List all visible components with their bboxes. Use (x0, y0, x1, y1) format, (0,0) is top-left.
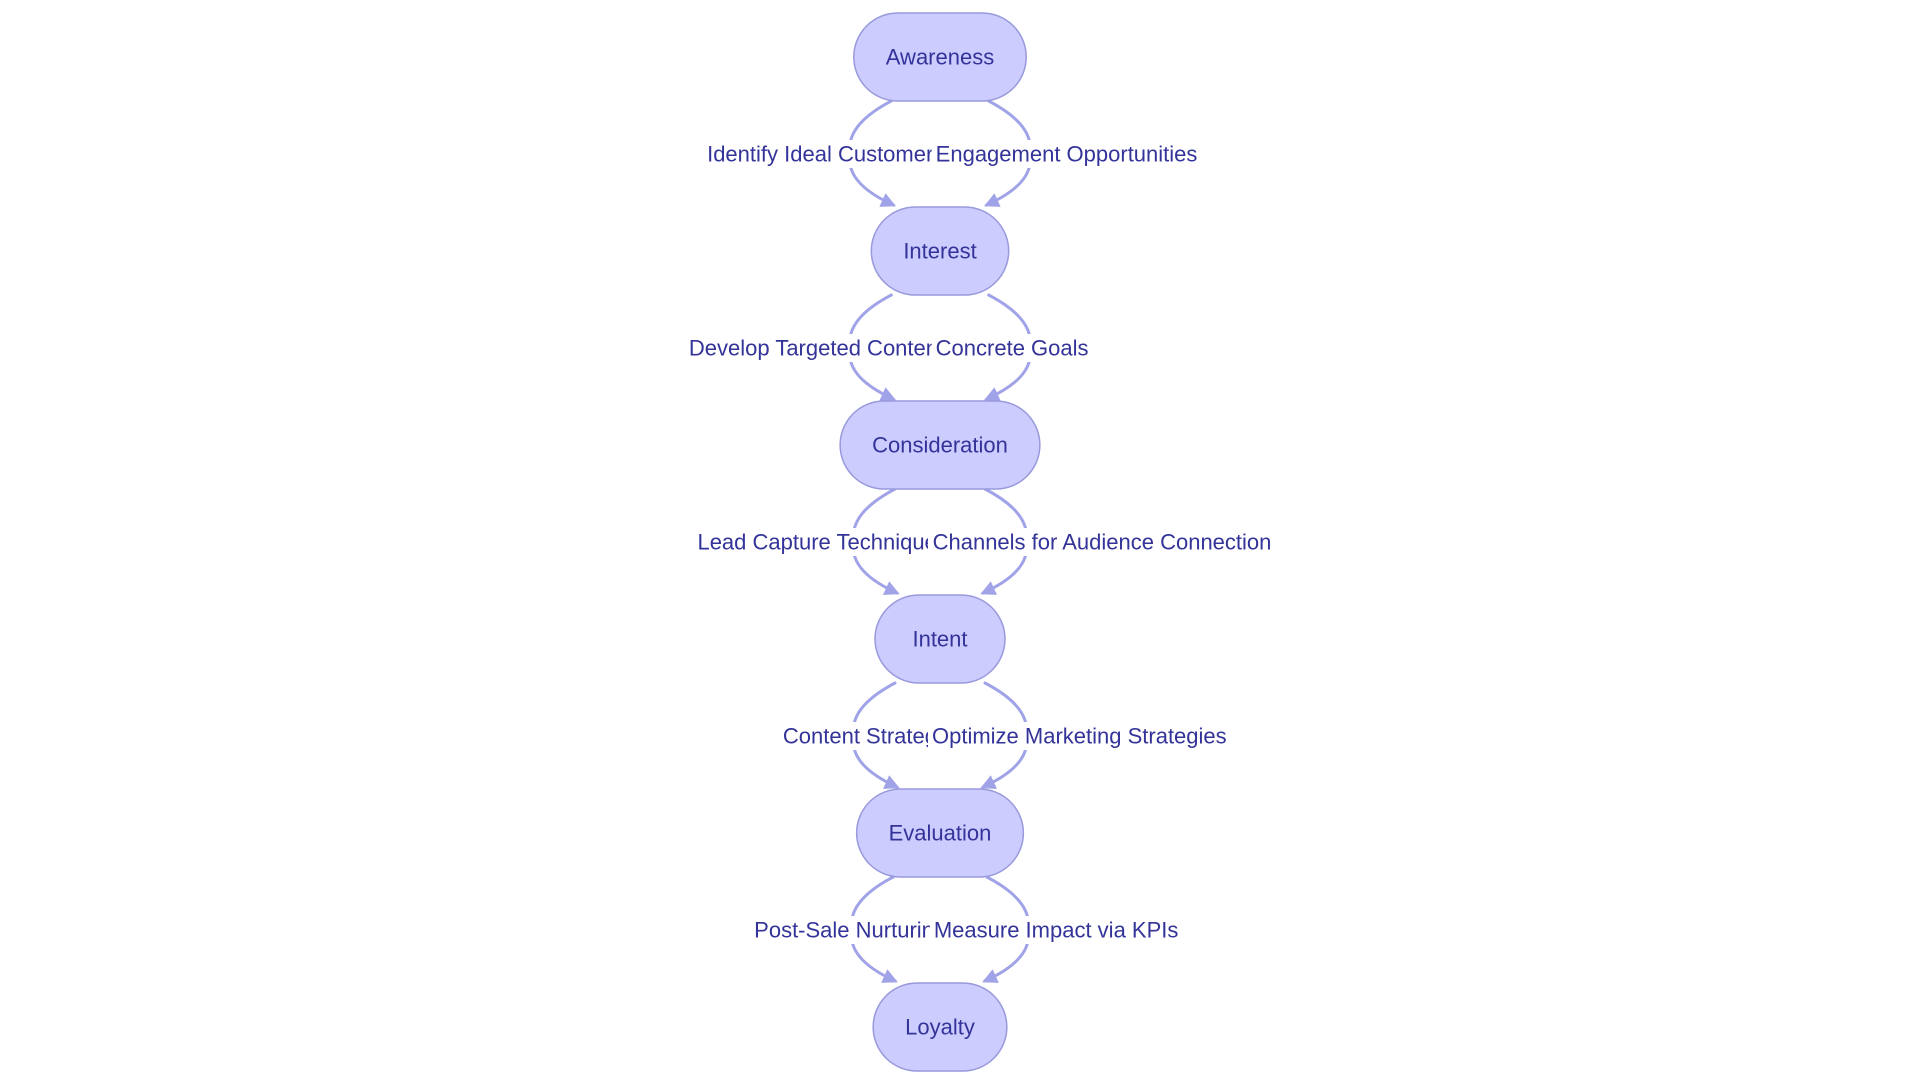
node-label: Interest (903, 239, 976, 264)
edge-label: Lead Capture Techniques (697, 530, 947, 555)
node-shape (839, 400, 1041, 490)
node-intent: Intent (874, 594, 1006, 684)
edge-label-background (750, 916, 951, 944)
node-shape (870, 206, 1010, 296)
node-label: Consideration (872, 433, 1008, 458)
node-evaluation: Evaluation (855, 788, 1025, 878)
node-shape (855, 788, 1025, 878)
edge-label-background (929, 916, 1183, 944)
edge-label-background (684, 334, 949, 362)
edge-label-background (928, 528, 1277, 556)
nodes-layer: AwarenessInterestConsiderationIntentEval… (839, 12, 1041, 1072)
edge-label: Develop Targeted Content (689, 336, 944, 361)
node-shape (853, 12, 1027, 102)
edge-label: Post-Sale Nurturing (754, 918, 946, 943)
edge-label-background (778, 722, 952, 750)
edge-label: Content Strategy (783, 724, 948, 749)
node-interest: Interest (870, 206, 1010, 296)
node-label: Awareness (886, 45, 994, 70)
node-shape (874, 594, 1006, 684)
edge-label-background (703, 140, 949, 168)
edge-label: Concrete Goals (936, 336, 1089, 361)
edge-label-background (693, 528, 952, 556)
node-label: Evaluation (889, 821, 992, 846)
node-loyalty: Loyalty (872, 982, 1008, 1072)
node-shape (872, 982, 1008, 1072)
edge-label: Engagement Opportunities (936, 142, 1198, 167)
edge-label: Identify Ideal Customers (707, 142, 944, 167)
edge-label: Channels for Audience Connection (933, 530, 1272, 555)
edge-label: Optimize Marketing Strategies (932, 724, 1227, 749)
node-awareness: Awareness (853, 12, 1027, 102)
node-label: Loyalty (905, 1015, 975, 1040)
node-consideration: Consideration (839, 400, 1041, 490)
edge-label-background (931, 140, 1202, 168)
node-label: Intent (912, 627, 967, 652)
edge-label-background (928, 722, 1231, 750)
edge-label: Measure Impact via KPIs (934, 918, 1179, 943)
edge-label-background (931, 334, 1093, 362)
